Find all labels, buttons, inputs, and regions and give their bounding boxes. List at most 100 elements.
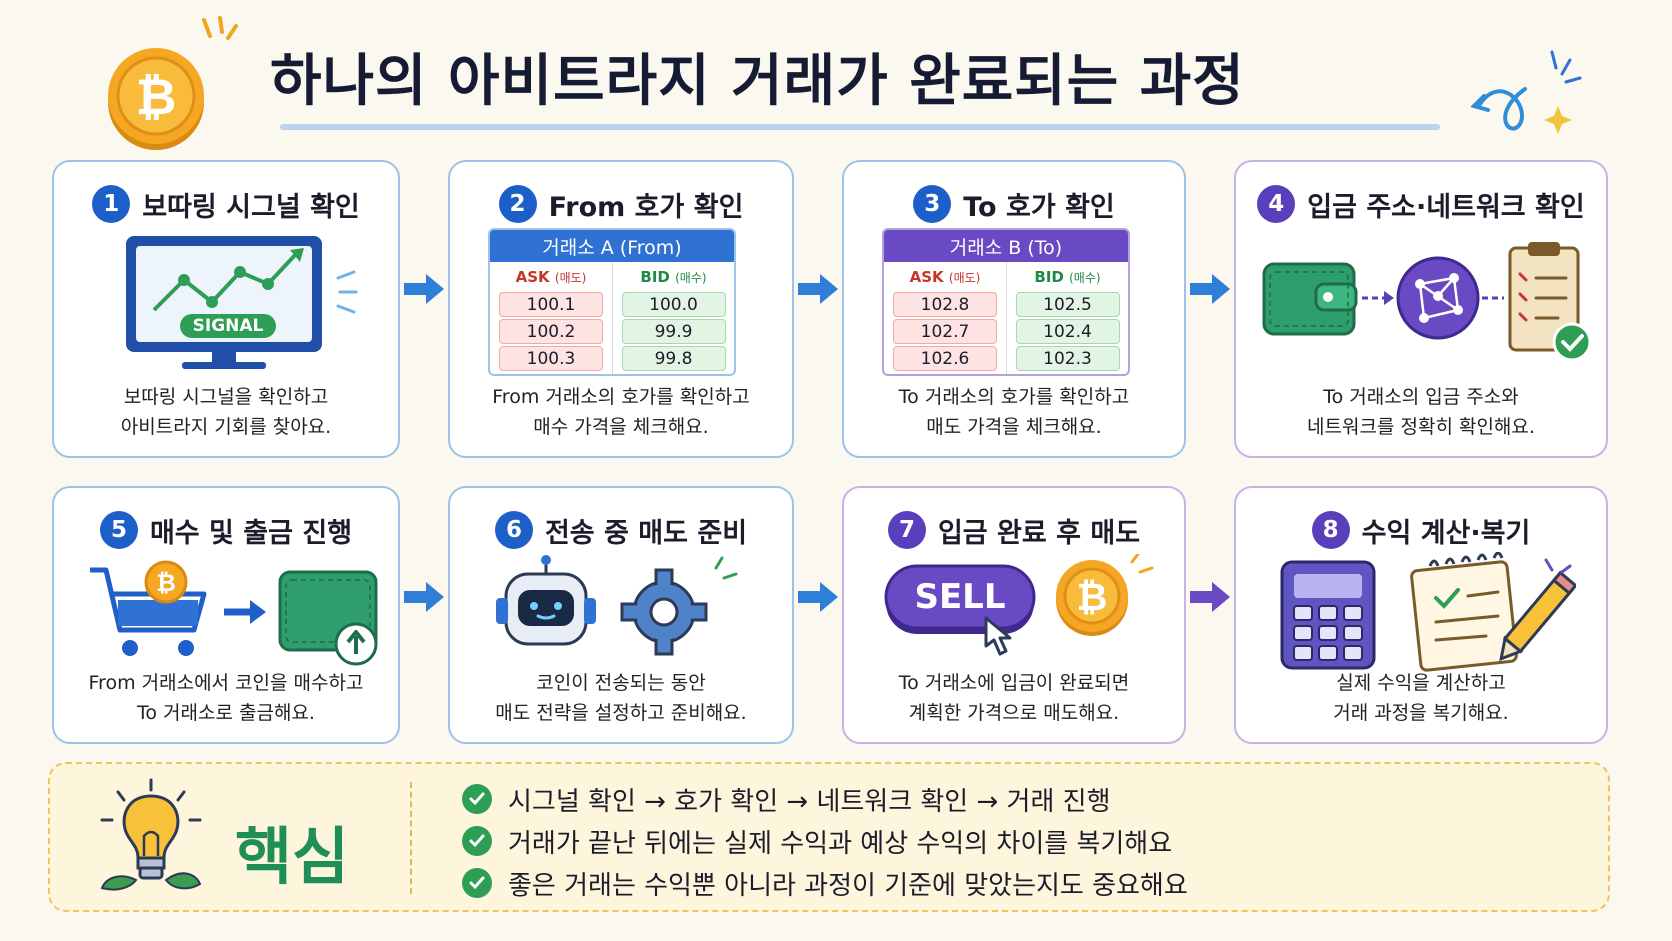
svg-text:₿: ₿ bbox=[156, 569, 176, 597]
bid-price: 102.3 bbox=[1015, 346, 1120, 371]
key-divider bbox=[410, 782, 412, 894]
step-header: 8 수익 계산·복기 bbox=[1236, 510, 1606, 550]
step-number: 6 bbox=[494, 511, 533, 549]
step-title: 입금 주소·네트워크 확인 bbox=[1307, 191, 1585, 223]
ask-price: 100.3 bbox=[499, 346, 603, 371]
step-card-2: 2 From 호가 확인 거래소 A (From) ASK (매도) 100.1… bbox=[448, 160, 794, 458]
bid-column: BID (매수) 102.5 102.4 102.3 bbox=[1006, 262, 1128, 374]
bid-price: 102.4 bbox=[1015, 319, 1120, 344]
flow-arrow-icon bbox=[404, 582, 444, 612]
key-list: 시그널 확인 → 호가 확인 → 네트워크 확인 → 거래 진행 거래가 끝난 … bbox=[462, 778, 1582, 904]
order-book-header: 거래소 B (To) bbox=[884, 230, 1128, 262]
bid-price: 99.8 bbox=[621, 346, 726, 371]
key-item-text: 시그널 확인 → 호가 확인 → 네트워크 확인 → 거래 진행 bbox=[508, 786, 1111, 817]
bid-price: 102.5 bbox=[1015, 292, 1120, 317]
ask-price: 102.7 bbox=[893, 319, 997, 344]
curved-arrow-icon bbox=[1470, 50, 1582, 134]
cart-wallet-withdraw-icon: ₿ bbox=[90, 560, 378, 666]
step-number: 3 bbox=[913, 185, 952, 223]
flow-arrow-icon bbox=[1190, 582, 1230, 612]
step-header: 6 전송 중 매도 준비 bbox=[450, 510, 792, 550]
step-card-7: 7 입금 완료 후 매도 ₿ SELL To 거래소에 입금이 완료되면 계획한… bbox=[842, 486, 1186, 744]
step-description: From 거래소의 호가를 확인하고 매수 가격을 체크해요. bbox=[458, 382, 784, 442]
desc-line-2: 네트워크를 정확히 확인해요. bbox=[1307, 416, 1535, 438]
bitcoin-coin-icon: ₿ bbox=[108, 48, 204, 150]
lightbulb-icon bbox=[100, 778, 202, 891]
order-book-from: 거래소 A (From) ASK (매도) 100.1 100.2 100.3 … bbox=[488, 228, 736, 376]
step-description: To 거래소에 입금이 완료되면 계획한 가격으로 매도해요. bbox=[852, 668, 1176, 728]
step-title: 수익 계산·복기 bbox=[1361, 517, 1531, 549]
ask-label: ASK (매도) bbox=[909, 268, 981, 286]
ask-price: 102.8 bbox=[893, 292, 997, 317]
desc-line-2: 매도 전략을 설정하고 준비해요. bbox=[495, 702, 747, 724]
step-card-4: 4 입금 주소·네트워크 확인 To 거래소의 입금 주소와 네트워크를 정확히… bbox=[1234, 160, 1608, 458]
step-number: 1 bbox=[92, 185, 131, 223]
page-title: 하나의 아비트라지 거래가 완료되는 과정 bbox=[270, 49, 1245, 114]
step-title: 전송 중 매도 준비 bbox=[544, 517, 748, 549]
flow-arrow-icon bbox=[404, 274, 444, 304]
ask-price: 100.1 bbox=[499, 292, 603, 317]
desc-line-2: 계획한 가격으로 매도해요. bbox=[908, 702, 1120, 724]
robot-gear-icon bbox=[496, 555, 738, 656]
step-title: From 호가 확인 bbox=[548, 191, 744, 223]
key-summary-box bbox=[48, 762, 1610, 912]
desc-line-2: 매도 가격을 체크해요. bbox=[926, 416, 1102, 438]
desc-line-1: 코인이 전송되는 동안 bbox=[536, 672, 706, 694]
bid-column: BID (매수) 100.0 99.9 99.8 bbox=[612, 262, 734, 374]
step-card-8: 8 수익 계산·복기 실제 수익을 계산하고 거래 과정을 복기해요. bbox=[1234, 486, 1608, 744]
step-card-1: 1 보따링 시그널 확인 SIGNAL 보따링 시그널을 확인하고 아비트라지 … bbox=[52, 160, 400, 458]
order-book-to: 거래소 B (To) ASK (매도) 102.8 102.7 102.6 BI… bbox=[882, 228, 1130, 376]
ask-column: ASK (매도) 102.8 102.7 102.6 bbox=[884, 262, 1006, 374]
wallet-network-clipboard-icon bbox=[1262, 242, 1592, 362]
desc-line-1: 실제 수익을 계산하고 bbox=[1336, 672, 1506, 694]
step-header: 4 입금 주소·네트워크 확인 bbox=[1236, 184, 1606, 224]
step-number: 5 bbox=[99, 511, 138, 549]
calculator-notes-icon bbox=[1280, 552, 1576, 672]
step-header: 1 보따링 시그널 확인 bbox=[54, 184, 398, 224]
check-icon bbox=[462, 826, 492, 856]
sell-button-coin-icon: ₿ bbox=[884, 554, 1154, 656]
signal-label: SIGNAL bbox=[192, 316, 264, 336]
desc-line-1: From 거래소에서 코인을 매수하고 bbox=[88, 672, 364, 694]
step-header: 3 To 호가 확인 bbox=[844, 184, 1184, 224]
desc-line-2: To 거래소로 출금해요. bbox=[137, 702, 315, 724]
desc-line-1: From 거래소의 호가를 확인하고 bbox=[492, 386, 750, 408]
step-header: 2 From 호가 확인 bbox=[450, 184, 792, 224]
flow-arrow-icon bbox=[798, 582, 838, 612]
key-item: 시그널 확인 → 호가 확인 → 네트워크 확인 → 거래 진행 bbox=[462, 778, 1582, 820]
check-icon bbox=[462, 784, 492, 814]
step-number: 8 bbox=[1311, 511, 1350, 549]
flow-arrow-icon bbox=[798, 274, 838, 304]
desc-line-1: To 거래소에 입금이 완료되면 bbox=[898, 672, 1130, 694]
key-item: 거래가 끝난 뒤에는 실제 수익과 예상 수익의 차이를 복기해요 bbox=[462, 820, 1582, 862]
step-header: 5 매수 및 출금 진행 bbox=[54, 510, 398, 550]
step-description: 실제 수익을 계산하고 거래 과정을 복기해요. bbox=[1244, 668, 1598, 728]
svg-text:₿: ₿ bbox=[1077, 575, 1108, 619]
ask-label: ASK (매도) bbox=[515, 268, 587, 286]
step-number: 2 bbox=[498, 185, 537, 223]
step-description: 코인이 전송되는 동안 매도 전략을 설정하고 준비해요. bbox=[458, 668, 784, 728]
sell-label: SELL bbox=[914, 577, 1006, 617]
title-underline bbox=[280, 124, 1440, 130]
step-title: To 호가 확인 bbox=[963, 191, 1115, 223]
desc-line-1: To 거래소의 호가를 확인하고 bbox=[898, 386, 1130, 408]
monitor-signal-icon bbox=[126, 236, 358, 369]
step-card-6: 6 전송 중 매도 준비 코인이 전송되는 동안 매도 전략을 설정하고 준비해… bbox=[448, 486, 794, 744]
step-card-5: 5 매수 및 출금 진행 ₿ From 거래소에서 코인을 매수하고 To 거래… bbox=[52, 486, 400, 744]
order-book-header: 거래소 A (From) bbox=[490, 230, 734, 262]
step-number: 7 bbox=[887, 511, 926, 549]
step-description: To 거래소의 입금 주소와 네트워크를 정확히 확인해요. bbox=[1244, 382, 1598, 442]
key-item-text: 거래가 끝난 뒤에는 실제 수익과 예상 수익의 차이를 복기해요 bbox=[508, 828, 1173, 859]
ask-column: ASK (매도) 100.1 100.2 100.3 bbox=[490, 262, 612, 374]
sparkle-icon bbox=[202, 16, 238, 40]
step-title: 매수 및 출금 진행 bbox=[149, 517, 353, 549]
bid-label: BID (매수) bbox=[640, 268, 707, 286]
ask-price: 102.6 bbox=[893, 346, 997, 371]
step-description: To 거래소의 호가를 확인하고 매도 가격을 체크해요. bbox=[852, 382, 1176, 442]
desc-line-2: 아비트라지 기회를 찾아요. bbox=[120, 416, 332, 438]
key-item-text: 좋은 거래는 수익뿐 아니라 과정이 기준에 맞았는지도 중요해요 bbox=[508, 870, 1188, 901]
key-item: 좋은 거래는 수익뿐 아니라 과정이 기준에 맞았는지도 중요해요 bbox=[462, 862, 1582, 904]
check-icon bbox=[462, 868, 492, 898]
desc-line-2: 매수 가격을 체크해요. bbox=[533, 416, 709, 438]
bid-price: 99.9 bbox=[621, 319, 726, 344]
